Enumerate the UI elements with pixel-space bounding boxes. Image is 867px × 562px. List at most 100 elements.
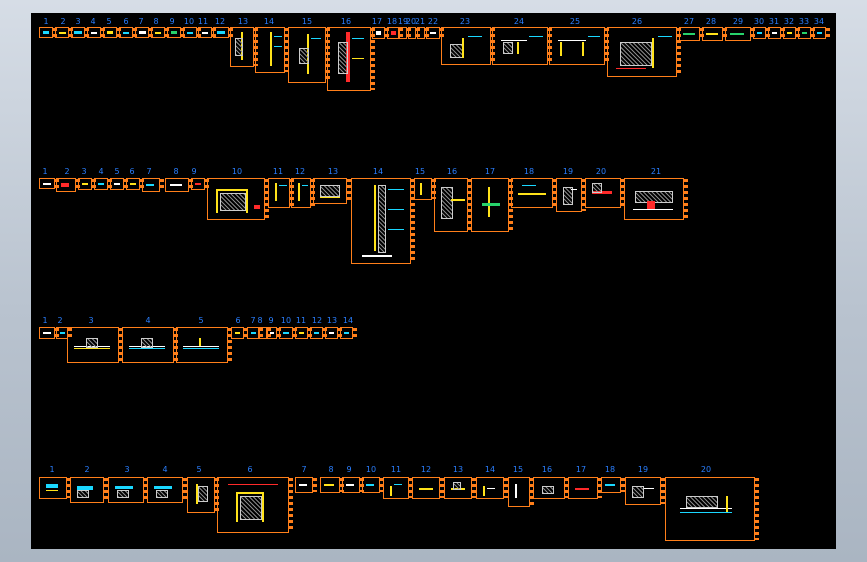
drawing-sheet[interactable]: [108, 477, 148, 503]
drawing-sheet[interactable]: [122, 327, 178, 363]
drawing-sheet[interactable]: [70, 477, 108, 503]
drawing-sheet[interactable]: [310, 327, 327, 339]
drawing-sheet[interactable]: [71, 27, 89, 38]
drawing-sheet[interactable]: [665, 477, 759, 541]
drawing-sheet[interactable]: [39, 477, 71, 499]
row-1-num-24: 24: [513, 17, 525, 26]
drawing-sheet[interactable]: [295, 327, 312, 339]
drawing-sheet[interactable]: [39, 327, 59, 339]
drawing-sheet[interactable]: [607, 27, 681, 77]
row-4-num-15: 15: [512, 465, 524, 474]
drawing-sheet[interactable]: [753, 27, 770, 39]
drawing-sheet[interactable]: [151, 27, 169, 38]
drawing-sheet[interactable]: [476, 477, 508, 499]
drawing-sheet[interactable]: [508, 477, 534, 507]
drawing-sheet[interactable]: [39, 178, 59, 189]
drawing-sheet[interactable]: [135, 27, 153, 38]
drawing-sheet[interactable]: [231, 327, 248, 339]
drawing-sheet[interactable]: [625, 477, 665, 505]
drawing-sheet[interactable]: [372, 27, 389, 39]
row-2-num-8: 8: [173, 167, 179, 176]
drawing-sheet[interactable]: [176, 327, 232, 363]
drawing-sheet[interactable]: [327, 27, 375, 91]
row-2-num-12: 12: [294, 167, 306, 176]
drawing-sheet[interactable]: [444, 477, 476, 499]
drawing-sheet[interactable]: [325, 327, 342, 339]
drawing-sheet[interactable]: [342, 477, 364, 493]
drawing-sheet[interactable]: [533, 477, 569, 499]
drawing-sheet[interactable]: [67, 327, 123, 363]
drawing-sheet[interactable]: [56, 178, 80, 192]
row-4-num-17: 17: [575, 465, 587, 474]
drawing-sheet[interactable]: [511, 178, 557, 208]
drawing-sheet[interactable]: [259, 327, 271, 339]
row-4-num-20: 20: [700, 465, 712, 474]
drawing-sheet[interactable]: [247, 327, 263, 339]
drawing-sheet[interactable]: [119, 27, 137, 38]
drawing-sheet[interactable]: [702, 27, 727, 41]
drawing-sheet[interactable]: [387, 27, 403, 39]
drawing-sheet[interactable]: [191, 178, 209, 190]
drawing-sheet[interactable]: [165, 178, 193, 192]
drawing-sheet[interactable]: [198, 27, 216, 38]
drawing-sheet[interactable]: [126, 178, 144, 190]
drawing-sheet[interactable]: [426, 27, 444, 39]
drawing-sheet[interactable]: [798, 27, 815, 39]
drawing-sheet[interactable]: [183, 27, 201, 38]
drawing-sheet[interactable]: [291, 178, 315, 208]
drawing-sheet[interactable]: [78, 178, 96, 190]
drawing-sheet[interactable]: [471, 178, 513, 232]
drawing-sheet[interactable]: [417, 27, 429, 39]
drawing-sheet[interactable]: [549, 27, 609, 65]
drawing-sheet[interactable]: [783, 27, 800, 39]
drawing-sheet[interactable]: [434, 178, 472, 232]
drawing-sheet[interactable]: [142, 178, 164, 192]
drawing-sheet[interactable]: [441, 27, 495, 65]
drawing-sheet[interactable]: [295, 477, 317, 493]
drawing-sheet[interactable]: [110, 178, 128, 190]
drawing-sheet[interactable]: [320, 477, 344, 493]
drawing-sheet[interactable]: [412, 477, 444, 499]
drawing-sheet[interactable]: [147, 477, 187, 503]
drawing-sheet[interactable]: [414, 178, 436, 200]
drawing-sheet[interactable]: [679, 27, 704, 41]
row-2-num-9: 9: [191, 167, 197, 176]
drawing-sheet[interactable]: [288, 27, 330, 83]
drawing-sheet[interactable]: [813, 27, 830, 39]
drawing-sheet[interactable]: [255, 27, 289, 73]
drawing-sheet[interactable]: [94, 178, 112, 190]
drawing-sheet[interactable]: [624, 178, 688, 220]
row-3-num-9: 9: [268, 316, 274, 325]
drawing-sheet[interactable]: [167, 27, 185, 38]
drawing-sheet[interactable]: [103, 27, 121, 38]
drawing-sheet[interactable]: [362, 477, 384, 493]
row-2-num-19: 19: [562, 167, 574, 176]
drawing-sheet[interactable]: [39, 27, 57, 38]
row-4-num-3: 3: [124, 465, 130, 474]
drawing-sheet[interactable]: [230, 27, 258, 67]
cad-model-space[interactable]: 1 2 3 4 5 6 7 8 9 10 11 12 13 14 15 16 1…: [31, 13, 836, 549]
drawing-sheet[interactable]: [55, 27, 73, 38]
drawing-sheet[interactable]: [556, 178, 586, 212]
drawing-sheet[interactable]: [213, 27, 233, 38]
drawing-sheet[interactable]: [87, 27, 105, 38]
drawing-sheet[interactable]: [383, 477, 413, 499]
drawing-sheet[interactable]: [267, 327, 281, 339]
drawing-sheet[interactable]: [340, 327, 357, 339]
drawing-sheet[interactable]: [768, 27, 785, 39]
drawing-sheet[interactable]: [568, 477, 602, 499]
drawing-sheet[interactable]: [725, 27, 755, 41]
drawing-sheet[interactable]: [268, 178, 294, 208]
drawing-sheet[interactable]: [492, 27, 552, 65]
drawing-sheet[interactable]: [217, 477, 293, 533]
drawing-sheet[interactable]: [601, 477, 625, 493]
drawing-sheet[interactable]: [408, 27, 420, 39]
drawing-sheet[interactable]: [279, 327, 297, 339]
drawing-sheet[interactable]: [207, 178, 269, 220]
drawing-sheet[interactable]: [351, 178, 415, 264]
drawing-sheet[interactable]: [313, 178, 351, 204]
drawing-sheet[interactable]: [399, 27, 411, 39]
drawing-sheet[interactable]: [187, 477, 219, 513]
drawing-sheet[interactable]: [585, 178, 625, 208]
row-1-num-5: 5: [106, 17, 112, 26]
